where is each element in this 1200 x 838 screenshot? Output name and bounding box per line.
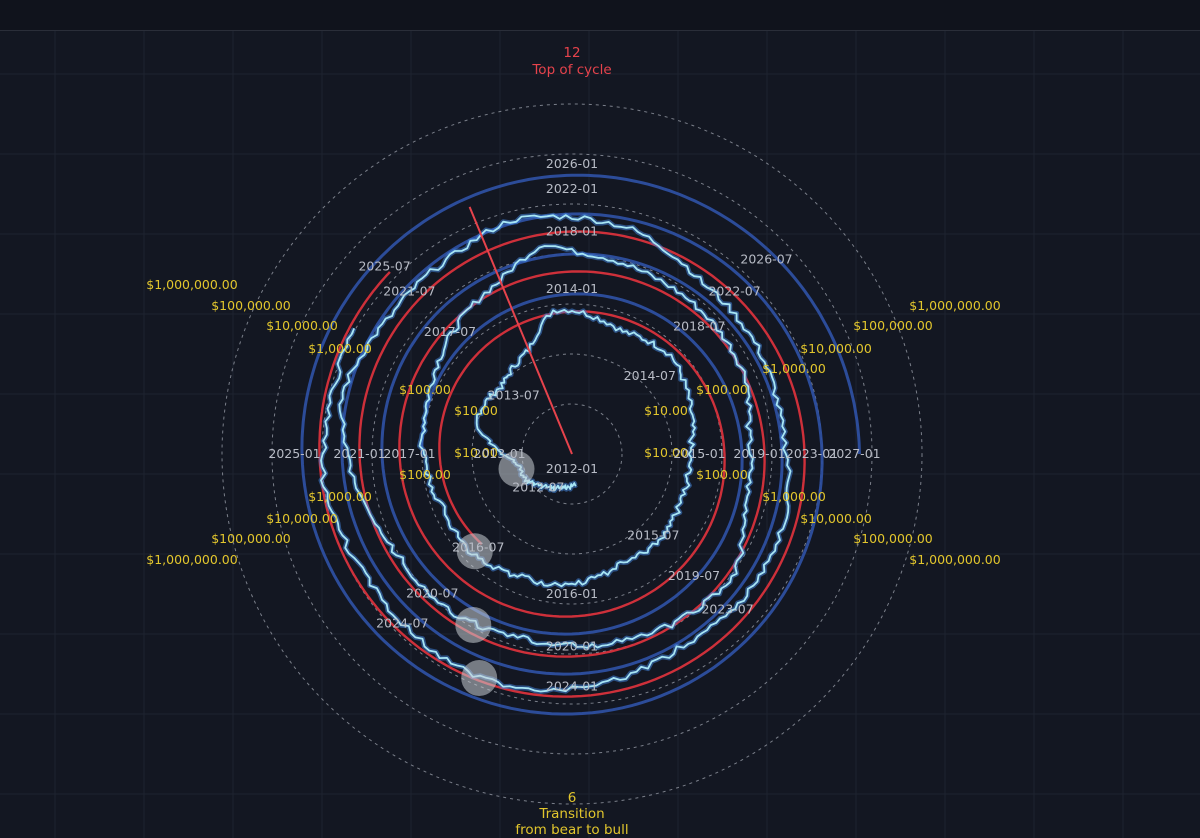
bottom-cycle-label-line1: Transition [538, 806, 604, 822]
price-label-right-upper: $10,000.00 [800, 341, 872, 356]
date-label: 2021-01 [333, 446, 385, 461]
price-label-right-lower: $100,000.00 [853, 531, 933, 546]
halving-marker [455, 607, 492, 643]
price-level-ring [371, 253, 773, 655]
price-label-left-upper: $1,000,000.00 [146, 277, 237, 292]
bottom-cycle-label-line2: from bear to bull [515, 822, 628, 838]
date-label: 2026-01 [546, 156, 598, 171]
price-level-ring [271, 153, 873, 755]
date-label: 2025-01 [268, 446, 320, 461]
price-label-left-lower: $10,000.00 [266, 511, 338, 526]
date-label: 2013-01 [473, 446, 525, 461]
price-label-right-lower: $100.00 [696, 467, 748, 482]
date-label: 2025-07 [358, 259, 410, 274]
date-label: 2018-01 [546, 224, 598, 239]
date-label: 2026-07 [740, 252, 792, 267]
price-label-right-lower: $1,000.00 [762, 489, 826, 504]
price-label-left-upper: $1,000.00 [308, 341, 372, 356]
date-label: 2013-07 [488, 388, 540, 403]
cycle-ring-red [438, 310, 726, 618]
price-label-right-upper: $10.00 [644, 403, 688, 418]
date-label: 2012-07 [512, 480, 564, 495]
date-label: 2017-01 [383, 446, 435, 461]
price-label-left-lower: $1,000,000.00 [146, 552, 237, 567]
cycle-ring-red [318, 271, 398, 630]
date-label: 2019-07 [668, 568, 720, 583]
price-label-left-lower: $10.00 [454, 445, 498, 460]
top-cycle-label: Top of cycle [531, 62, 611, 78]
date-label: 2021-07 [383, 283, 435, 298]
cycle-ring-blue [340, 252, 784, 676]
date-label: 2017-07 [424, 324, 476, 339]
spiral-chart: $10.00$10.00$10.00$10.00$100.00$100.00$1… [0, 31, 1200, 838]
date-label: 2024-01 [546, 679, 598, 694]
bottom-cycle-number: 6 [568, 790, 577, 806]
date-label: 2016-01 [546, 586, 598, 601]
cycle-ring-blue [300, 173, 861, 455]
date-label: 2024-07 [376, 616, 428, 631]
date-label: 2020-07 [406, 586, 458, 601]
date-label: 2023-01 [786, 446, 838, 461]
price-label-left-lower: $100,000.00 [211, 531, 291, 546]
price-label-left-lower: $1,000.00 [308, 489, 372, 504]
price-label-right-upper: $1,000,000.00 [909, 298, 1000, 313]
cycle-ring-red [358, 230, 806, 698]
date-label: 2018-07 [673, 319, 725, 334]
price-label-right-lower: $1,000,000.00 [909, 552, 1000, 567]
price-label-left-lower: $100.00 [399, 467, 451, 482]
price-label-right-lower: $10.00 [644, 445, 688, 460]
price-label-right-upper: $100,000.00 [853, 318, 933, 333]
date-label: 2023-07 [701, 602, 753, 617]
date-label: 2012-01 [546, 461, 598, 476]
chart-area: $10.00$10.00$10.00$10.00$100.00$100.00$1… [0, 31, 1200, 838]
top-of-cycle-marker-line [468, 206, 573, 455]
price-label-right-upper: $1,000.00 [762, 361, 826, 376]
top-toolbar [0, 0, 1200, 31]
date-label: 2019-01 [733, 446, 785, 461]
price-label-left-upper: $100,000.00 [211, 298, 291, 313]
price-label-right-lower: $10,000.00 [800, 511, 872, 526]
cycle-ring-red [398, 270, 766, 658]
date-label: 2022-07 [708, 283, 760, 298]
price-label-right-upper: $100.00 [696, 382, 748, 397]
price-label-left-upper: $100.00 [399, 382, 451, 397]
price-level-ring [471, 353, 673, 555]
date-label: 2020-01 [546, 639, 598, 654]
halving-marker [456, 533, 493, 570]
date-label: 2016-07 [452, 540, 504, 555]
price-level-ring [221, 103, 923, 805]
date-label: 2014-07 [624, 368, 676, 383]
price-label-left-upper: $10.00 [454, 403, 498, 418]
date-label: 2015-07 [627, 527, 679, 542]
top-cycle-number: 12 [563, 45, 580, 61]
halving-marker [461, 660, 498, 696]
date-label: 2014-01 [546, 281, 598, 296]
halving-marker [498, 450, 535, 487]
price-label-left-upper: $10,000.00 [266, 318, 338, 333]
price-line [320, 214, 792, 693]
date-label: 2027-01 [828, 446, 880, 461]
date-label: 2022-01 [546, 181, 598, 196]
date-label: 2015-01 [673, 446, 725, 461]
